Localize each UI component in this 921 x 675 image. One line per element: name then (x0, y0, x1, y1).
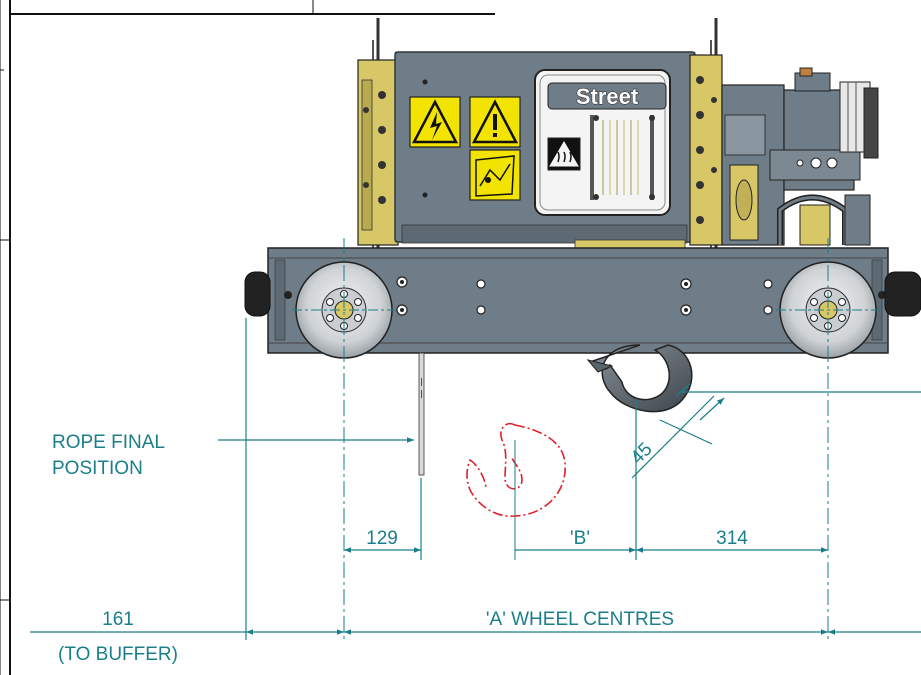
left-buffer (244, 271, 271, 317)
left-side-frame (357, 18, 399, 250)
right-buffer (884, 271, 921, 317)
dim-a-wheel-centres: 'A' WHEEL CENTRES (486, 609, 674, 630)
dim-to-buffer: (TO BUFFER) (58, 644, 178, 665)
right-side-frame (689, 18, 723, 250)
general-warning-label (469, 96, 521, 148)
dim-161: 161 (102, 609, 134, 630)
dim-b: 'B' (570, 528, 590, 549)
dim-314: 314 (716, 528, 748, 549)
rope (418, 352, 425, 476)
hook-final-outline (466, 422, 566, 517)
dim-129: 129 (366, 528, 398, 549)
dim-45: 45 (627, 439, 657, 469)
rope-final-label-line2: POSITION (52, 458, 143, 479)
manual-warning-label (469, 149, 521, 201)
load-hook (586, 344, 693, 413)
hoist-assembly: Street (357, 18, 879, 251)
dimension-labels: ROPE FINAL POSITION 129 'B' 314 45 161 (… (52, 432, 748, 665)
end-carriage (244, 247, 921, 359)
dimension-lines (30, 318, 921, 640)
centre-lines (292, 238, 880, 640)
electrical-warning-label (409, 96, 461, 148)
rope-final-label-line1: ROPE FINAL (52, 432, 165, 453)
sheet-frame (0, 0, 495, 675)
gearbox-unit (721, 67, 879, 246)
brand-cover-plate: Street (534, 69, 671, 216)
brand-logo-text: Street (576, 84, 639, 109)
